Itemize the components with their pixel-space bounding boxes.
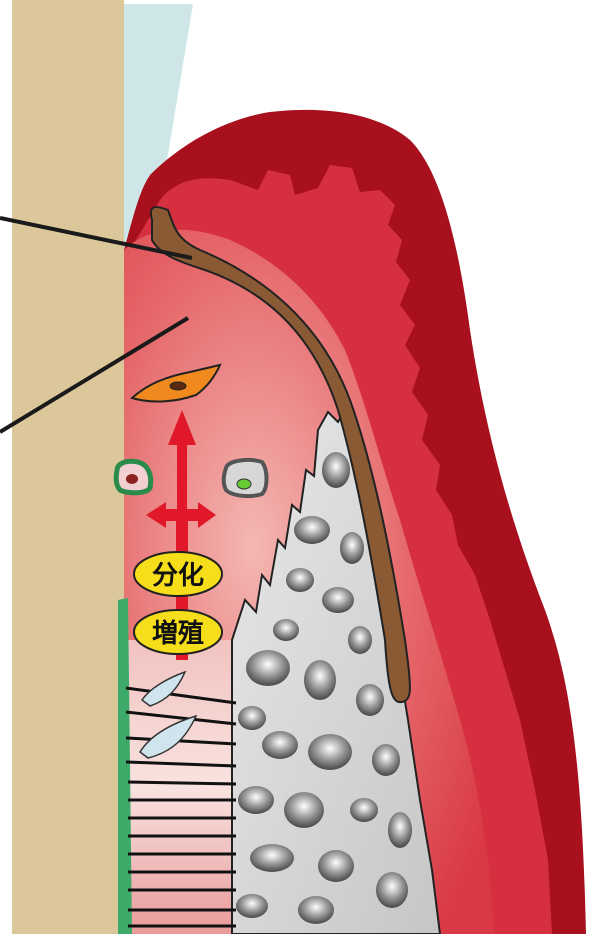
gray-square-cell-icon <box>224 460 267 496</box>
label-differentiation: 分化 <box>134 552 222 596</box>
tooth-root <box>12 0 124 934</box>
green-square-cell-icon <box>116 461 150 493</box>
label-proliferation-text: 増殖 <box>152 618 204 649</box>
label-proliferation: 増殖 <box>134 610 222 654</box>
label-differentiation-text: 分化 <box>152 561 204 591</box>
